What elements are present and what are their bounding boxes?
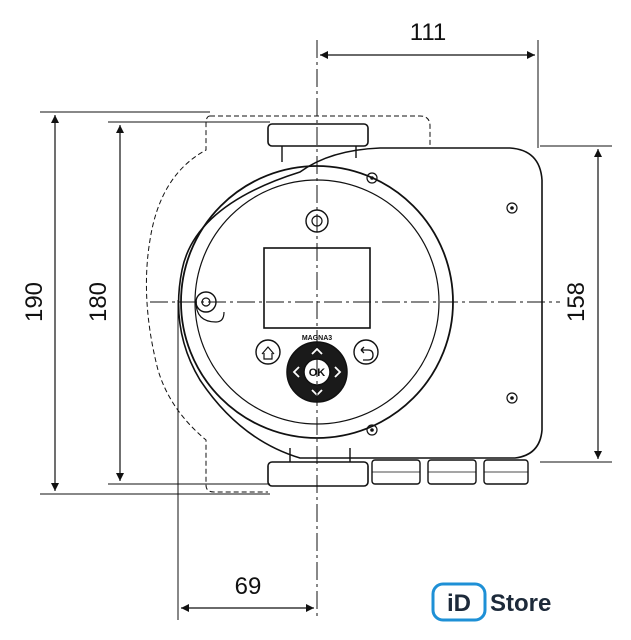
top-pipe-neck <box>281 146 357 162</box>
logo-mark-text: iD <box>447 590 471 617</box>
home-icon <box>261 346 275 360</box>
pump-body-outline <box>177 147 543 459</box>
arrow-left-icon[interactable] <box>292 366 300 378</box>
top-pipe-flange <box>267 123 369 147</box>
dimension-label-111: 111 <box>410 19 446 46</box>
housing-screws <box>366 172 518 436</box>
home-button[interactable] <box>255 339 281 365</box>
dimension-label-158: 158 <box>563 282 590 322</box>
bottom-pipe-flange <box>267 461 369 487</box>
dimension-label-190: 190 <box>21 282 48 322</box>
id-store-logo: iD Store <box>431 582 551 622</box>
logo-name-text: Store <box>490 590 551 617</box>
dimension-label-180: 180 <box>85 282 112 322</box>
back-arrow-icon <box>360 346 374 361</box>
bottom-pipe-neck <box>289 448 351 462</box>
dimension-label-69: 69 <box>235 573 262 600</box>
arrow-right-icon[interactable] <box>334 366 342 378</box>
dashed-housing-outline <box>145 115 431 493</box>
back-button[interactable] <box>353 339 379 365</box>
logo-mark-frame <box>431 582 487 622</box>
extension-lines <box>40 40 612 620</box>
arrow-up-icon[interactable] <box>311 347 323 355</box>
